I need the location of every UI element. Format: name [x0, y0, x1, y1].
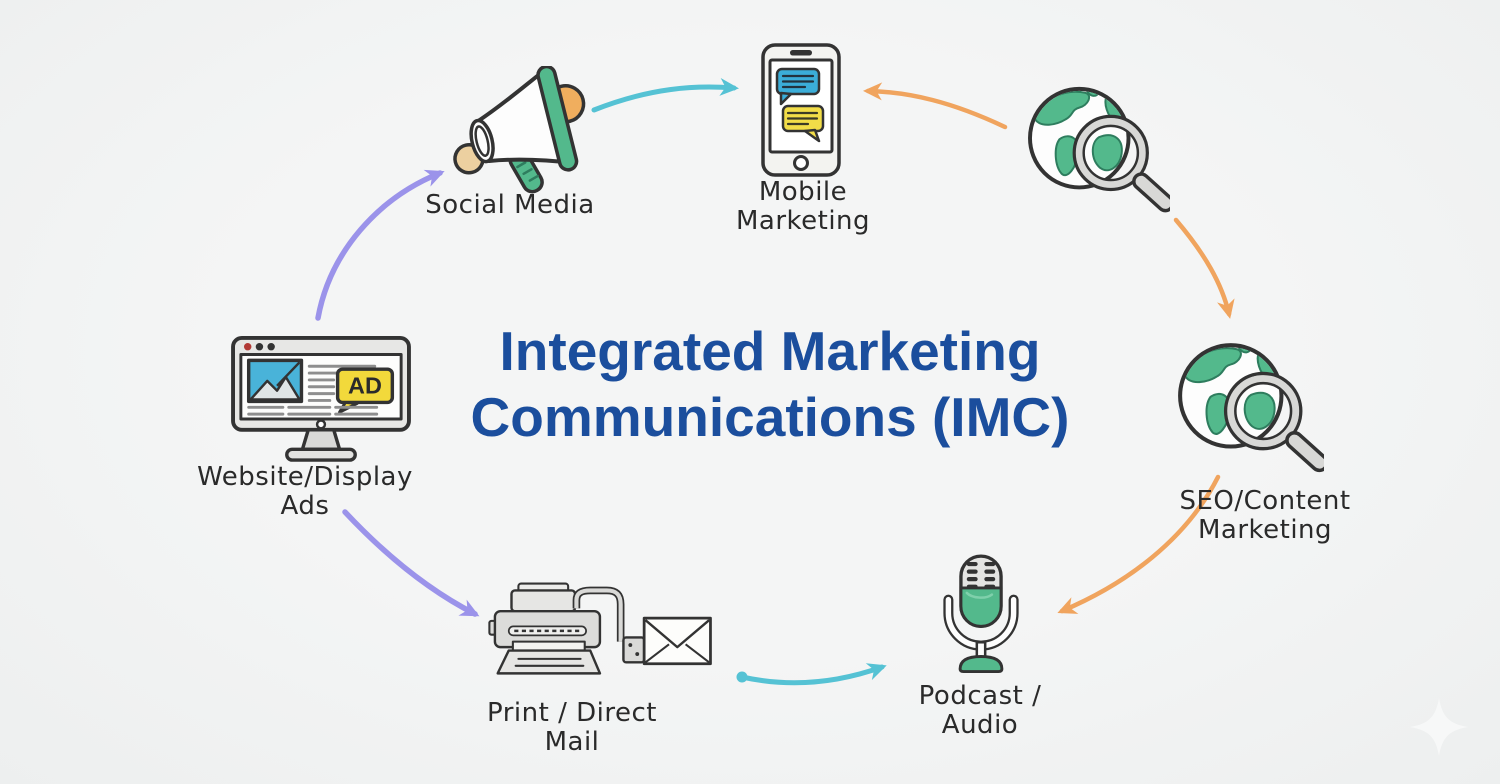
- label-seo-content: SEO/Content Marketing: [1179, 486, 1351, 546]
- arrow-globe-to-mobile: [863, 82, 1008, 130]
- label-social-media: Social Media: [425, 190, 595, 220]
- globe-magnifier-icon: [1172, 338, 1324, 475]
- arrow-print-to-podcast: [739, 663, 887, 686]
- arrow-website-to-social: [315, 169, 445, 321]
- node-social-media: [448, 66, 593, 196]
- printer-envelope-icon: [488, 582, 712, 675]
- page-title-line2: Communications (IMC): [470, 386, 1070, 448]
- megaphone-icon: [453, 66, 586, 194]
- arrow-website-to-print: [342, 509, 480, 617]
- node-search-globe: [1022, 82, 1170, 215]
- microphone-icon: [943, 554, 1019, 674]
- node-print-direct-mail: [488, 582, 716, 686]
- ad-badge-text: AD: [348, 373, 382, 399]
- arrow-globe-to-seo: [1173, 217, 1235, 319]
- arrow-seo-to-podcast: [1057, 474, 1221, 614]
- label-print-direct-mail: Print / Direct Mail: [487, 698, 657, 758]
- node-seo-content: [1172, 338, 1324, 475]
- label-mobile-marketing: Mobile Marketing: [735, 177, 871, 237]
- page-title-line1: Integrated Marketing: [499, 320, 1041, 382]
- label-website-display-ads: Website/Display Ads: [197, 462, 413, 522]
- monitor-browser-icon: AD: [231, 335, 411, 462]
- smartphone-chat-icon: [761, 43, 841, 177]
- node-mobile-marketing: [760, 42, 842, 178]
- arrow-social-to-mobile: [591, 77, 739, 113]
- node-podcast-audio: [935, 551, 1027, 675]
- sparkle-watermark: [1410, 698, 1468, 756]
- page-title: Integrated Marketing Communications (IMC…: [370, 318, 1170, 450]
- globe-magnifier-icon: [1022, 82, 1170, 215]
- label-podcast-audio: Podcast / Audio: [918, 681, 1042, 741]
- node-website-display-ads: AD: [228, 334, 414, 463]
